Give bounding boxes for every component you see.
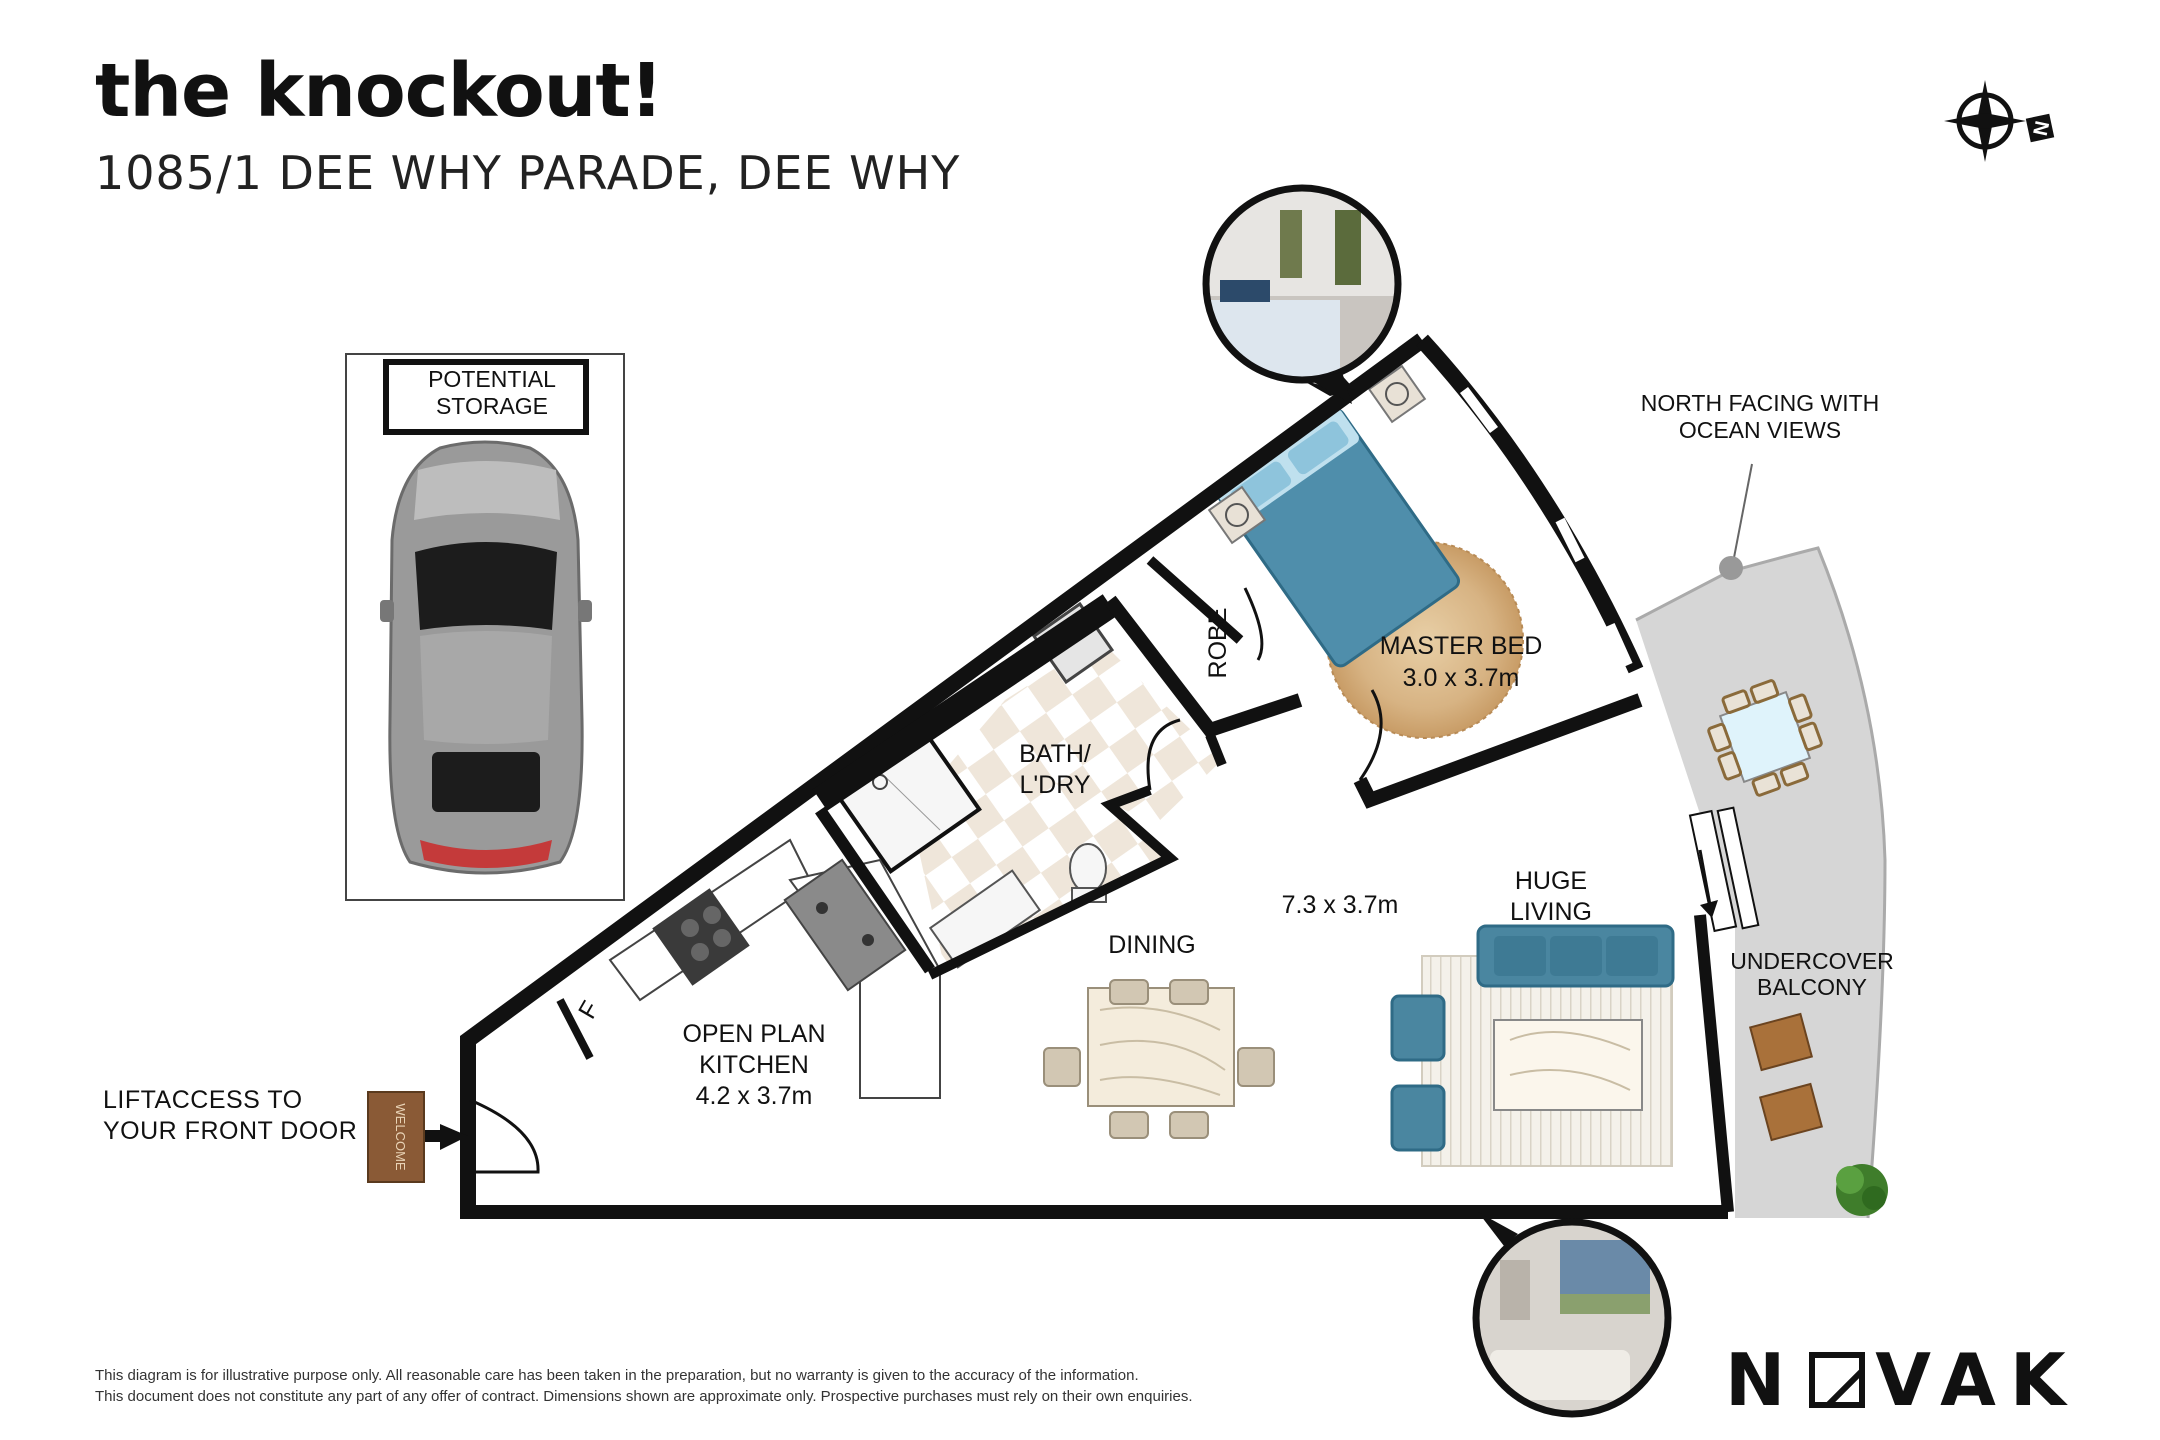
storage-label-1: POTENTIAL [428, 366, 556, 392]
walls [460, 333, 1734, 1219]
living-size: 7.3 x 3.7m [1282, 891, 1399, 919]
kitchen-label-2: KITCHEN [699, 1051, 809, 1079]
logo-letter-n: N [1725, 1338, 1800, 1422]
parking-space: POTENTIAL STORAGE [345, 353, 625, 901]
dining-table [1043, 979, 1275, 1139]
balcony-area [1635, 546, 1887, 1219]
living-label-2: LIVING [1510, 898, 1592, 926]
dining-label: DINING [1108, 931, 1196, 959]
disclaimer: This diagram is for illustrative purpose… [95, 1365, 1193, 1407]
compass-north-letter: N [2030, 119, 2055, 138]
agency-logo: N VAK [1725, 1338, 2080, 1422]
entry-note-line-2: YOUR FRONT DOOR [103, 1117, 358, 1145]
views-label-1: NORTH FACING WITH [1641, 390, 1880, 416]
sliding-door [1688, 806, 1760, 933]
bath-label: BATH/ [1019, 740, 1091, 768]
welcome-mat [367, 1091, 425, 1183]
logo-letters-vak: VAK [1875, 1338, 2080, 1422]
entry-note-line-1: LIFTACCESS TO [103, 1086, 303, 1114]
bedside-table-icon [1207, 364, 1427, 545]
fridge-label: F [573, 996, 605, 1023]
cooktop-icon [652, 888, 750, 986]
car-icon [380, 440, 592, 875]
views-pointer [1731, 463, 1753, 569]
coffee-table [1493, 1019, 1643, 1111]
views-label-2: OCEAN VIEWS [1679, 417, 1841, 443]
outdoor-table-icon [1707, 679, 1823, 797]
armchair-icon [1390, 994, 1446, 1152]
welcome-mat-text: WELCOME [393, 1103, 408, 1171]
sofa-icon [1476, 924, 1675, 988]
storage-label-2: STORAGE [436, 393, 548, 419]
robe-label: ROBE [1204, 608, 1232, 679]
master-bed-label: MASTER BED [1380, 632, 1543, 660]
windows [1460, 387, 1633, 668]
laundry-label: L'DRY [1019, 771, 1090, 799]
entry-note: LIFTACCESS TO YOUR FRONT DOOR [103, 1085, 357, 1147]
kitchen-label-1: OPEN PLAN [682, 1020, 825, 1048]
master-bed [1217, 408, 1461, 668]
sink-icon [783, 858, 907, 992]
entry-arrow-icon [418, 1124, 468, 1150]
doors [469, 587, 1383, 1174]
living-label-1: HUGE [1515, 867, 1587, 895]
balcony-label-1: UNDERCOVER [1730, 948, 1894, 974]
property-address: 1085/1 DEE WHY PARADE, DEE WHY [95, 146, 961, 200]
disclaimer-line-2: This document does not constitute any pa… [95, 1388, 1193, 1405]
compass-icon: N [1944, 80, 2055, 162]
bedroom-photo-callout [1202, 184, 1402, 404]
deck-chair-icon [1748, 1012, 1824, 1142]
living-photo-callout [1472, 1212, 1672, 1418]
disclaimer-line-1: This diagram is for illustrative purpose… [95, 1367, 1139, 1384]
door-arrow [1698, 849, 1712, 906]
logo-mark-icon [1809, 1352, 1866, 1408]
toilet-icon [1069, 843, 1107, 893]
plant-icon [1836, 1164, 1888, 1216]
page-title: the knockout! [95, 48, 663, 134]
master-bed-size: 3.0 x 3.7m [1403, 664, 1520, 692]
kitchen-size: 4.2 x 3.7m [696, 1082, 813, 1110]
balcony-label-2: BALCONY [1757, 974, 1867, 1000]
